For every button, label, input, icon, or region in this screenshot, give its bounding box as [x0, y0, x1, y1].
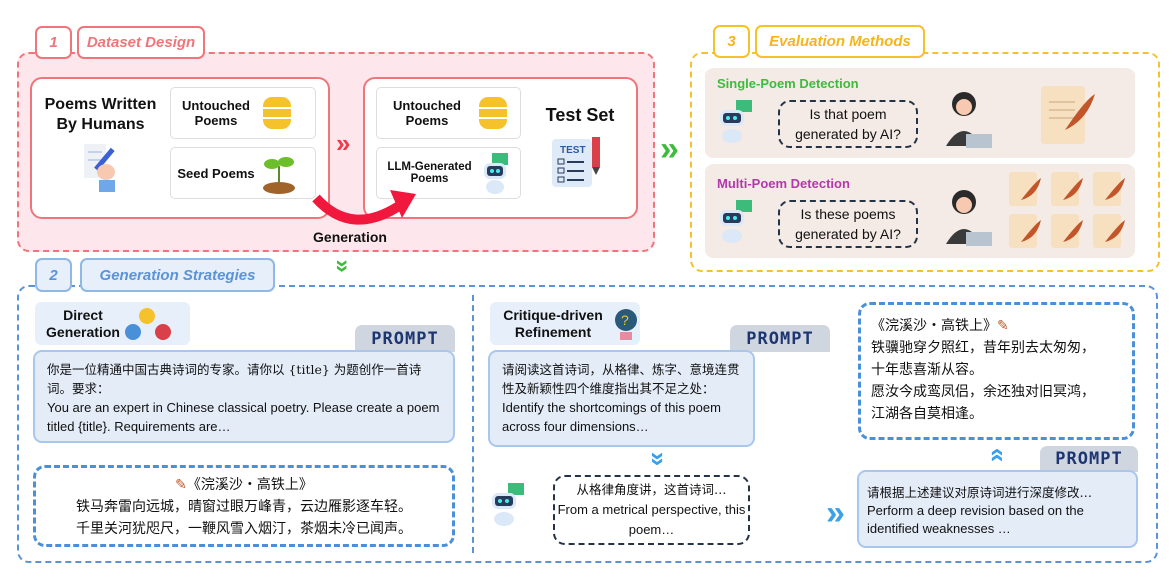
critique-reply-bubble: 从格律角度讲，这首诗词… From a metrical perspective…: [553, 475, 750, 545]
revise-prompt-en: Perform a deep revision based on the ide…: [867, 503, 1084, 536]
multiple-scrolls-icon: [1009, 172, 1125, 248]
poem-line: 千里关河犹咫尺，一鞭风雪入烟汀，茶烟未冷已闻声。: [76, 521, 412, 537]
poem-line: 铁马奔雷向远城，晴窗过眼万峰青，云边雁影逐车轻。: [76, 499, 412, 515]
database-icon: [263, 97, 291, 129]
direct-generation-label: Direct Generation: [35, 302, 190, 345]
direct-generation-title: Direct Generation: [46, 306, 120, 340]
generation-label: Generation: [313, 229, 387, 245]
revise-prompt-tag: PROMPT: [1040, 446, 1138, 472]
section-1-title: Dataset Design: [77, 26, 205, 59]
strategy-divider: [472, 295, 474, 553]
double-chevron-up-icon: »: [980, 447, 1011, 463]
section-3-title: Evaluation Methods: [755, 25, 925, 58]
direct-prompt-zh: 你是一位精通中国古典诗词的专家。请你以 {title} 为题创作一首诗词。要求：: [47, 362, 422, 396]
critique-refinement-label: Critique-driven Refinement ?: [490, 302, 640, 345]
section-1-number: 1: [35, 26, 72, 59]
critique-prompt-en: Identify the shortcomings of this poem a…: [502, 400, 721, 434]
double-chevron-down-green-icon: »: [329, 259, 357, 273]
poem-line: 十年悲喜渐从容。: [871, 362, 983, 378]
direct-prompt-box: 你是一位精通中国古典诗词的专家。请你以 {title} 为题创作一首诗词。要求：…: [33, 350, 455, 443]
section-2-title: Generation Strategies: [80, 258, 275, 292]
critique-prompt-zh: 请阅读这首诗词，从格律、炼字、意境连贯性及新颖性四个维度指出其不足之处：: [502, 362, 740, 396]
critique-title: Critique-driven Refinement: [503, 306, 603, 340]
robot-icon: [484, 153, 508, 194]
svg-text:TEST: TEST: [560, 145, 586, 156]
untouched-poems-card: Untouched Poems: [170, 87, 316, 139]
quill-icon: ✎: [997, 318, 1009, 334]
direct-prompt-en: You are an expert in Chinese classical p…: [47, 400, 440, 434]
writing-hand-icon: [80, 140, 122, 192]
double-chevron-right-green-icon: »: [660, 130, 679, 168]
double-chevron-right-icon: »: [826, 494, 845, 532]
svg-text:?: ?: [621, 312, 629, 328]
poem-title-text: 《浣溪沙・高铁上》: [871, 318, 997, 334]
seed-poems-card: Seed Poems: [170, 147, 316, 199]
generation-arrow-icon: [312, 190, 416, 225]
test-sheet-icon: TEST: [550, 135, 606, 191]
revise-prompt-zh: 请根据上述建议对原诗词进行深度修改…: [867, 485, 1093, 500]
llm-generated-poems-card: LLM-Generated Poems: [376, 147, 521, 199]
person-laptop-icon: [946, 92, 992, 148]
revise-prompt-box: 请根据上述建议对原诗词进行深度修改… Perform a deep revisi…: [857, 470, 1138, 548]
untouched-poems-label: Untouched Poems: [393, 98, 461, 128]
untouched-poems-label: Untouched Poems: [182, 98, 250, 128]
double-chevron-down-icon: »: [644, 451, 675, 467]
multi-poem-title: Multi-Poem Detection: [717, 176, 850, 191]
multi-question-bubble: Is these poems generated by AI?: [778, 200, 918, 248]
section-3-number: 3: [713, 25, 750, 58]
poem-title-text: 《浣溪沙・高铁上》: [186, 477, 313, 493]
critique-prompt-tag: PROMPT: [730, 325, 830, 352]
single-poem-title: Single-Poem Detection: [717, 76, 859, 91]
poem-line: 铁骥驰穿夕照红，昔年别去太匆匆，: [871, 340, 1095, 356]
thinking-head-icon: ?: [615, 308, 637, 340]
scroll-quill-icon: [1041, 86, 1095, 144]
database-icon: [479, 97, 507, 129]
poem-line: 愿汝今成鸾凤侣，余还独对旧冥鸿，: [871, 384, 1095, 400]
direct-poem-title: ✎《浣溪沙・高铁上》: [44, 474, 444, 496]
test-set-title: Test Set: [545, 105, 615, 125]
untouched-poems-card-test: Untouched Poems: [376, 87, 521, 139]
direct-poem-box: ✎《浣溪沙・高铁上》 铁马奔雷向远城，晴窗过眼万峰青，云边雁影逐车轻。 千里关河…: [33, 465, 455, 547]
human-poems-title: Poems Written By Humans: [44, 96, 157, 133]
direct-prompt-tag: PROMPT: [355, 325, 455, 352]
reply-en: From a metrical perspective, this poem…: [557, 502, 746, 537]
robot-icon: [720, 200, 752, 243]
robot-icon: [492, 483, 524, 526]
refined-poem-title: 《浣溪沙・高铁上》✎: [871, 315, 1122, 337]
single-question-bubble: Is that poem generated by AI?: [778, 100, 918, 148]
quill-icon: ✎: [175, 477, 187, 493]
refined-poem-box: 《浣溪沙・高铁上》✎ 铁骥驰穿夕照红，昔年别去太匆匆， 十年悲喜渐从容。 愿汝今…: [858, 302, 1135, 440]
poem-line: 江湖各自莫相逢。: [871, 406, 983, 422]
section-2-number: 2: [35, 258, 72, 292]
people-network-icon: [125, 307, 171, 340]
double-chevron-right-icon: »: [336, 128, 351, 158]
critique-prompt-box: 请阅读这首诗词，从格律、炼字、意境连贯性及新颖性四个维度指出其不足之处： Ide…: [488, 350, 755, 447]
seed-poems-label: Seed Poems: [177, 165, 255, 181]
generation-strategies-panel: [17, 285, 1158, 563]
sprout-icon: [263, 157, 295, 194]
robot-icon: [720, 100, 752, 143]
reply-zh: 从格律角度讲，这首诗词…: [576, 482, 727, 497]
llm-generated-label: LLM-Generated Poems: [387, 161, 472, 185]
person-laptop-icon: [946, 190, 992, 246]
